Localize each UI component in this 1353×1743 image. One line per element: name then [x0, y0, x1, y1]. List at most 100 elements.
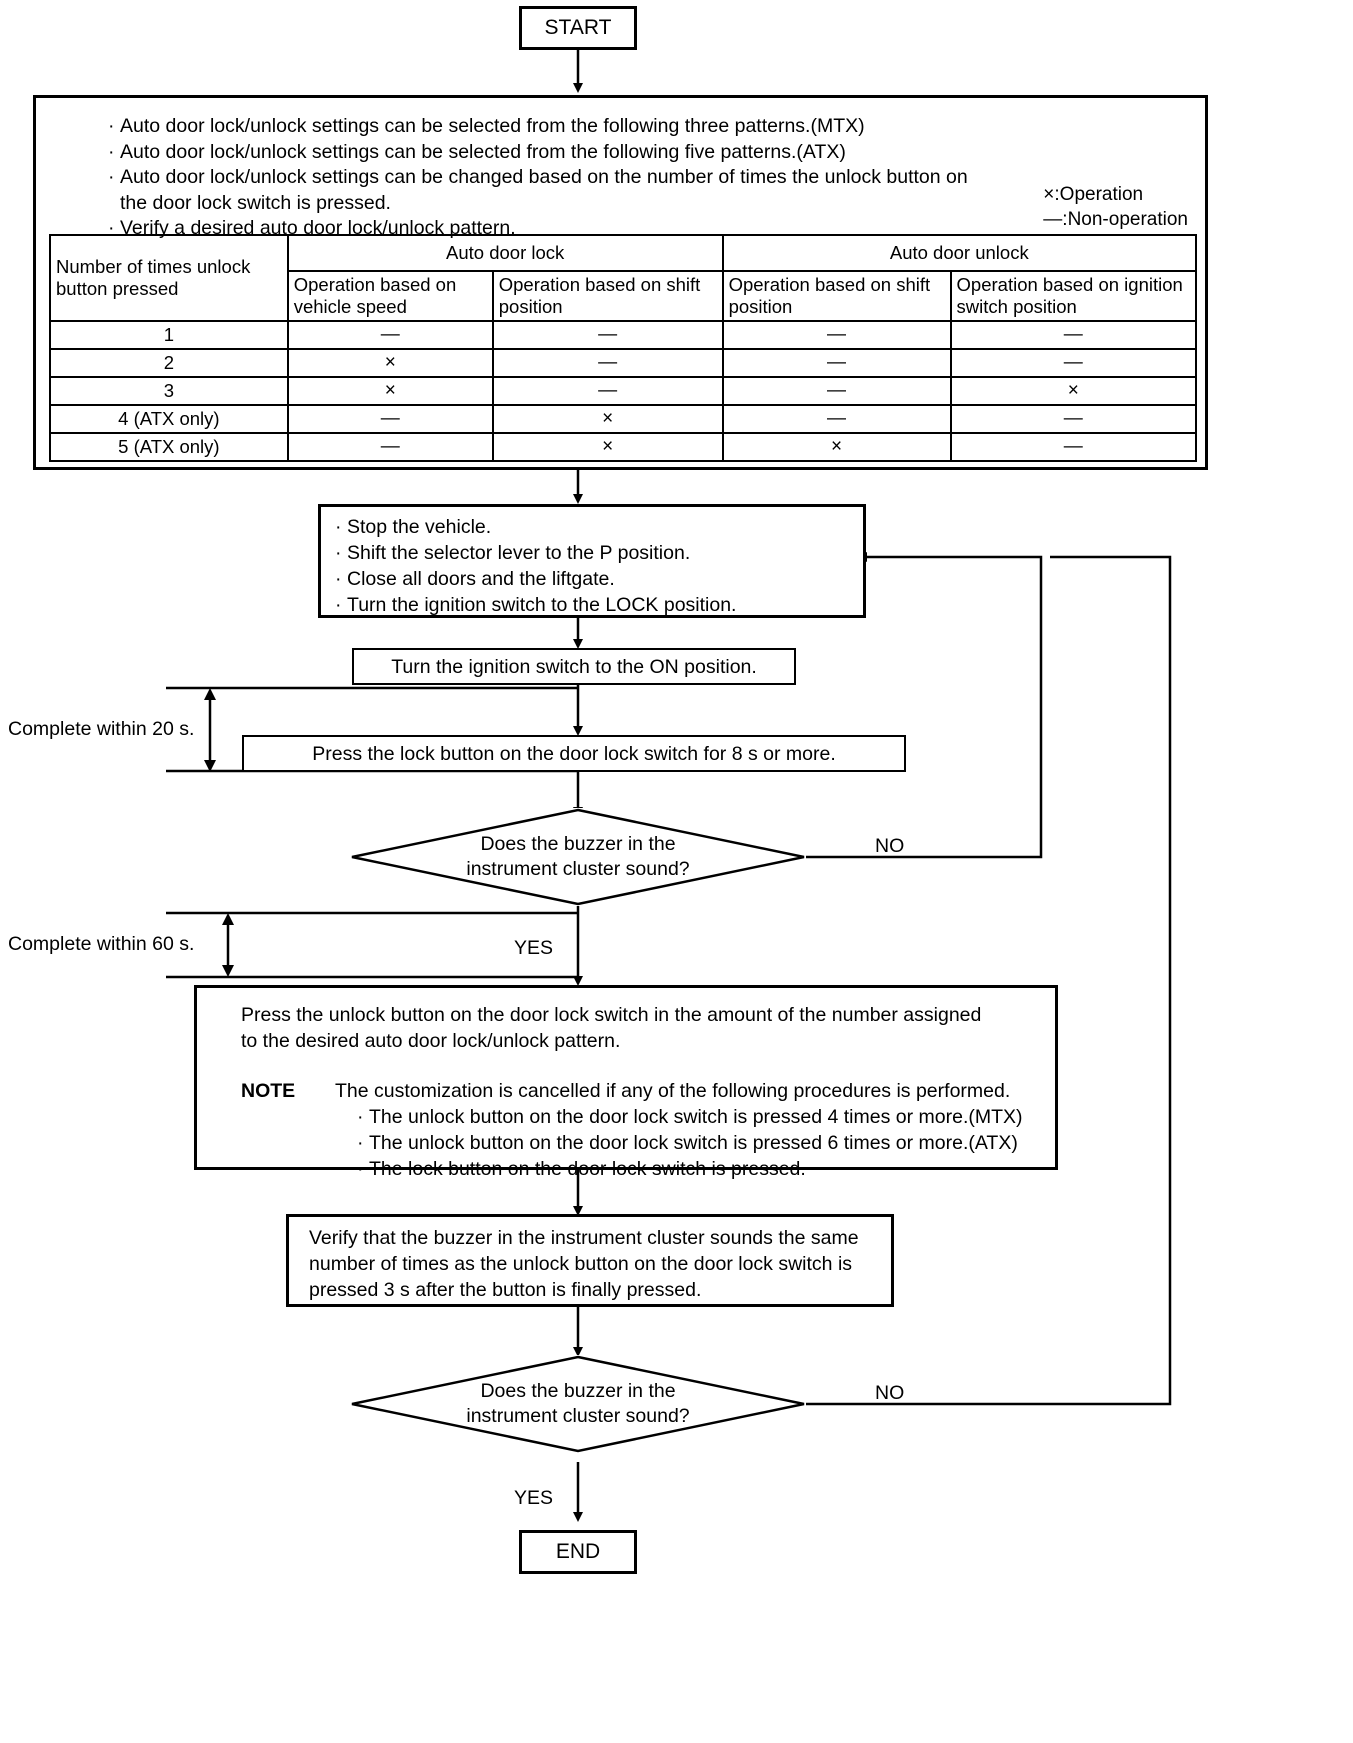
table-cell: — [949, 348, 1198, 378]
table-group-header-lock: Auto door lock [286, 234, 724, 272]
note-keyword: NOTE [241, 1080, 296, 1102]
table-cell: — [949, 432, 1198, 462]
table-corner-header: Number of times unlock button pressed [49, 234, 289, 322]
note-item-1: ·The unlock button on the door lock swit… [357, 1106, 1023, 1128]
description-bullet-4: ·Verify a desired auto door lock/unlock … [108, 216, 968, 242]
description-bullets: ·Auto door lock/unlock settings can be s… [108, 114, 968, 242]
table-subheader-shift-position-lock: Operation based on shift position [491, 270, 724, 322]
bullet-dot-icon: · [108, 140, 115, 163]
table-cell: — [721, 348, 952, 378]
table-cell: — [721, 376, 952, 406]
start-terminator: START [519, 6, 637, 50]
prep-step-1: ·Stop the vehicle. [335, 516, 492, 538]
table-cell: × [286, 376, 494, 406]
bullet-dot-icon: · [357, 1106, 364, 1128]
decision-line-2: instrument cluster sound? [466, 1405, 690, 1427]
bullet-dot-icon: · [335, 516, 342, 538]
table-row-label: 2 [49, 348, 289, 378]
table-cell: × [491, 404, 724, 434]
table-row: 3 × — — × [49, 376, 1198, 406]
table-cell: × [949, 376, 1198, 406]
description-block: ·Auto door lock/unlock settings can be s… [33, 95, 1208, 470]
note-block: NOTE The customization is cancelled if a… [241, 1078, 1055, 1182]
press-unlock-note-box: Press the unlock button on the door lock… [194, 985, 1058, 1180]
edge-label-yes-1: YES [514, 937, 554, 959]
decision-line-1: Does the buzzer in the [480, 833, 676, 855]
table-cell: — [491, 348, 724, 378]
table-row-label: 4 (ATX only) [49, 404, 289, 434]
table-cell: — [286, 404, 494, 434]
decision-buzzer-2: Does the buzzer in the instrument cluste… [350, 1355, 806, 1453]
table-row-label: 3 [49, 376, 289, 406]
press-lock-box: Press the lock button on the door lock s… [242, 735, 906, 772]
bullet-dot-icon: · [357, 1158, 364, 1180]
table-row-label: 5 (ATX only) [49, 432, 289, 462]
verify-line-2: number of times as the unlock button on … [309, 1253, 853, 1275]
timing-label-20s: Complete within 20 s. [8, 718, 195, 740]
decision-line-2: instrument cluster sound? [466, 858, 690, 880]
start-label: START [544, 16, 612, 39]
table-cell: × [721, 432, 952, 462]
legend-non-operation: —:Non-operation [1043, 209, 1188, 230]
edge-label-no-1: NO [875, 835, 905, 857]
prep-steps-box: ·Stop the vehicle. ·Shift the selector l… [318, 504, 866, 618]
bullet-dot-icon: · [108, 166, 115, 188]
table-legend: ×:Operation —:Non-operation [1043, 182, 1188, 232]
prep-step-3: ·Close all doors and the liftgate. [335, 568, 615, 590]
bullet-dot-icon: · [108, 217, 115, 239]
bullet-dot-icon: · [357, 1132, 364, 1154]
table-row: 2 × — — — [49, 348, 1198, 378]
table-cell: — [949, 404, 1198, 434]
decision-diamond-shape [351, 808, 805, 906]
bullet-dot-icon: · [335, 542, 342, 564]
press-lock-label: Press the lock button on the door lock s… [312, 742, 836, 765]
press-unlock-line-1: Press the unlock button on the door lock… [241, 1004, 982, 1026]
table-cell: — [286, 432, 494, 462]
description-bullet-1: ·Auto door lock/unlock settings can be s… [108, 114, 968, 140]
table-row: 1 — — — — [49, 320, 1198, 350]
table-cell: — [721, 320, 952, 350]
prep-step-2: ·Shift the selector lever to the P posit… [335, 542, 691, 564]
table-subheader-ignition-switch: Operation based on ignition switch posit… [949, 270, 1198, 322]
note-intro: The customization is cancelled if any of… [335, 1080, 1011, 1102]
table-cell: — [721, 404, 952, 434]
legend-operation: ×:Operation [1043, 184, 1144, 205]
table-cell: × [491, 432, 724, 462]
note-item-3: ·The lock button on the door lock switch… [357, 1158, 806, 1180]
ignition-on-box: Turn the ignition switch to the ON posit… [352, 648, 796, 685]
table-cell: — [491, 376, 724, 406]
timing-label-60s: Complete within 60 s. [8, 933, 195, 955]
description-bullet-2: ·Auto door lock/unlock settings can be s… [108, 140, 968, 166]
table-group-header-unlock: Auto door unlock [721, 234, 1198, 272]
table-header-row-2: Operation based on vehicle speed Operati… [50, 270, 1198, 322]
decision-buzzer-1: Does the buzzer in the instrument cluste… [350, 808, 806, 906]
table-row-label: 1 [49, 320, 289, 350]
table-subheader-shift-position-unlock: Operation based on shift position [721, 270, 952, 322]
edge-label-yes-2: YES [514, 1487, 554, 1509]
table-header-row-1: Number of times unlock button pressed Au… [49, 234, 1198, 322]
decision-buzzer-1-text: Does the buzzer in the instrument cluste… [350, 832, 806, 882]
table-cell: — [286, 320, 494, 350]
note-item-2: ·The unlock button on the door lock swit… [357, 1132, 1018, 1154]
table-subheader-vehicle-speed: Operation based on vehicle speed [286, 270, 494, 322]
end-label: END [555, 1540, 601, 1563]
pattern-table: Number of times unlock button pressed Au… [49, 234, 1198, 462]
table-cell: × [286, 348, 494, 378]
table-row: 4 (ATX only) — × — — [49, 404, 1198, 434]
verify-line-1: Verify that the buzzer in the instrument… [309, 1227, 859, 1249]
table-row: 5 (ATX only) — × × — [49, 432, 1198, 462]
verify-buzzer-box: Verify that the buzzer in the instrument… [286, 1214, 894, 1307]
edge-label-no-2: NO [875, 1382, 905, 1404]
decision-diamond-shape [351, 1355, 805, 1453]
decision-line-1: Does the buzzer in the [480, 1380, 676, 1402]
end-terminator: END [519, 1530, 637, 1574]
ignition-on-label: Turn the ignition switch to the ON posit… [391, 655, 757, 678]
table-cell: — [491, 320, 724, 350]
bullet-dot-icon: · [108, 115, 115, 137]
decision-buzzer-2-text: Does the buzzer in the instrument cluste… [350, 1379, 806, 1429]
prep-step-4: ·Turn the ignition switch to the LOCK po… [335, 594, 737, 616]
press-unlock-line-2: to the desired auto door lock/unlock pat… [241, 1030, 621, 1052]
bullet-dot-icon: · [335, 594, 342, 616]
bullet-dot-icon: · [335, 568, 342, 590]
